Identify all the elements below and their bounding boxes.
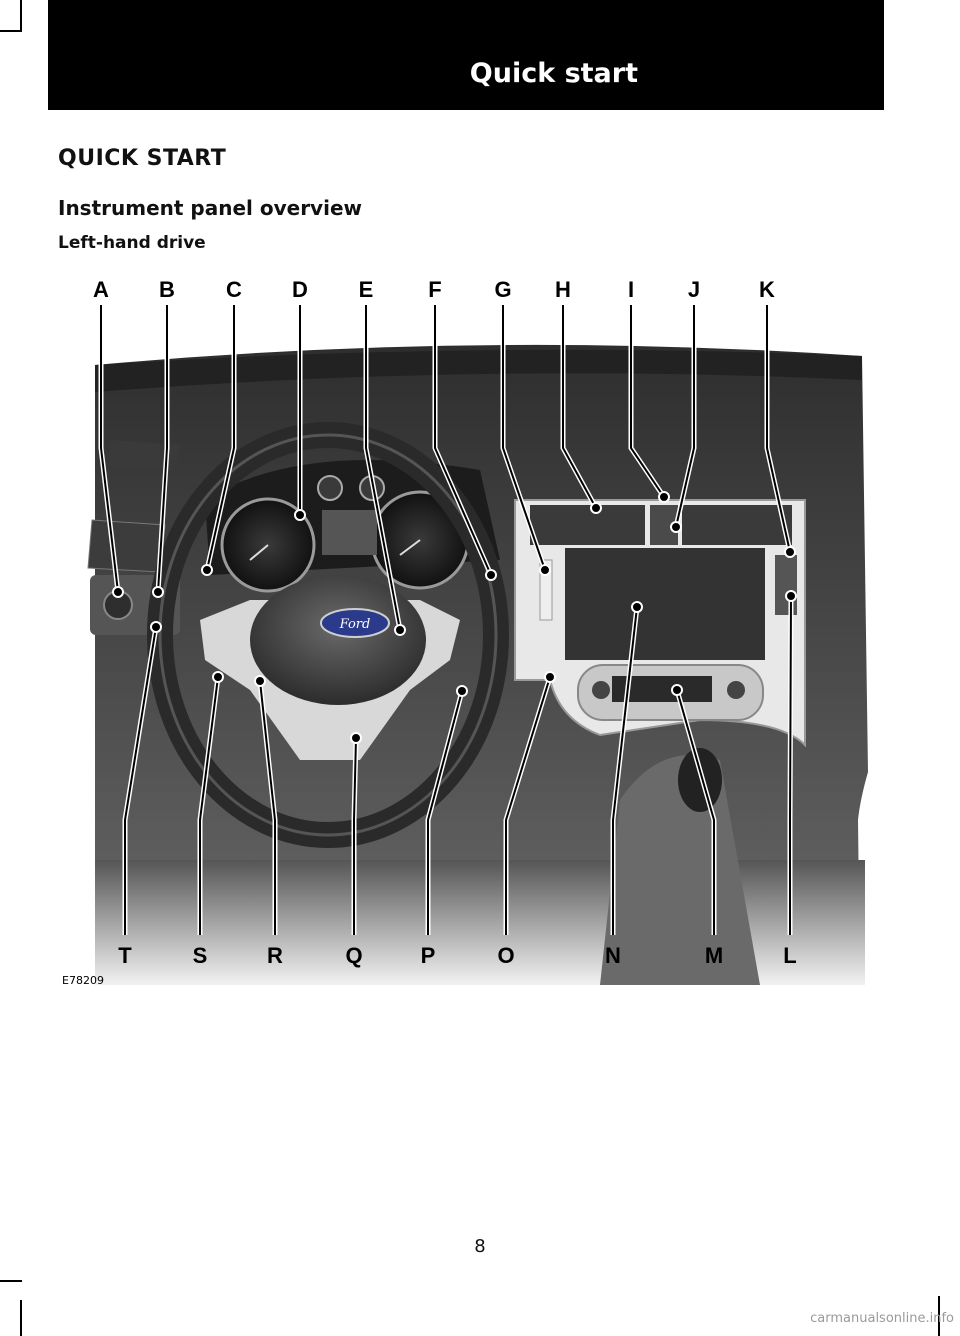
callout-o: O [497, 943, 514, 968]
callout-r: R [267, 943, 283, 968]
page-number: 8 [474, 1236, 486, 1257]
callout-j: J [688, 277, 700, 302]
callout-dots [112, 491, 797, 744]
callout-s: S [193, 943, 208, 968]
crop-mark-bottom-right-v [938, 1296, 940, 1336]
callout-g: G [494, 277, 511, 302]
callout-f: F [428, 277, 441, 302]
ford-logo: Ford [339, 617, 371, 632]
callout-c: C [226, 277, 242, 302]
callout-n: N [605, 943, 621, 968]
section-subsubheading: Left-hand drive [58, 233, 206, 253]
crop-mark-bottom-left-v [20, 1300, 22, 1336]
callout-m: M [705, 943, 723, 968]
bottom-callout-labels: T S R Q P O N M L [118, 943, 796, 968]
section-heading: QUICK START [58, 146, 227, 171]
callout-l: L [783, 943, 796, 968]
callout-p: P [421, 943, 436, 968]
crop-mark-top-left-v [20, 0, 22, 30]
dashboard-illustration: Ford [87, 344, 868, 985]
header-title: Quick start [469, 58, 638, 89]
section-subheading: Instrument panel overview [58, 196, 362, 220]
header-bar [48, 0, 884, 110]
callout-i: I [628, 277, 634, 302]
callout-t: T [118, 943, 132, 968]
callout-b: B [159, 277, 175, 302]
watermark: carmanualsonline.info [810, 1311, 954, 1326]
figure-code: E78209 [62, 974, 104, 987]
callout-leaders-dark [100, 305, 792, 935]
crop-mark-top-left-h [0, 30, 22, 32]
callout-q: Q [345, 943, 362, 968]
callout-e: E [359, 277, 374, 302]
crop-mark-bottom-left-h [0, 1280, 22, 1282]
callout-k: K [759, 277, 775, 302]
callout-d: D [292, 277, 308, 302]
callout-a: A [93, 277, 109, 302]
callout-h: H [555, 277, 571, 302]
top-callout-labels: A B C D E F G H I J K [93, 277, 775, 302]
